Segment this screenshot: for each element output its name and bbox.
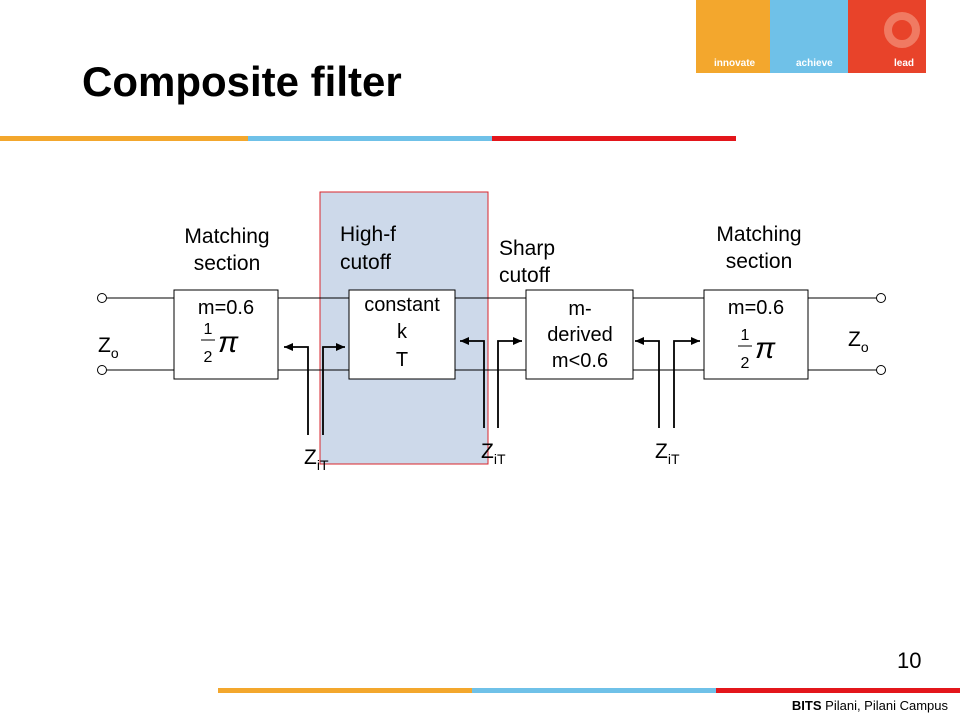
top-bar-blue xyxy=(248,136,492,141)
block1-label: m=0.6 xyxy=(198,297,254,319)
right-section-label-line2: section xyxy=(726,250,793,273)
zit-arrow-1-right xyxy=(322,343,345,435)
block-constant-k xyxy=(348,289,456,380)
block-matching-left xyxy=(173,289,279,380)
block1-fraction-num: 1 xyxy=(204,321,213,338)
highf-label-line2: cutoff xyxy=(340,251,391,274)
logo-segment-innovate: innovate xyxy=(696,0,770,73)
block2-line2: k xyxy=(397,321,408,343)
zit-label-2: ZiT xyxy=(481,440,506,467)
logo: innovate achieve lead xyxy=(696,0,926,73)
zit-arrow-3-left xyxy=(635,337,660,428)
zit-arrow-1-left xyxy=(284,343,309,435)
block-m-derived xyxy=(525,289,634,380)
block-matching-right xyxy=(703,289,809,380)
block2-line3: T xyxy=(396,349,408,371)
zo-left-sub: o xyxy=(111,345,119,361)
zit-arrow-3-right xyxy=(673,337,700,428)
zit2-main: Z xyxy=(481,440,494,463)
block4-label: m=0.6 xyxy=(728,297,784,319)
logo-text-innovate: innovate xyxy=(714,58,756,69)
block1-pi: π xyxy=(218,326,239,359)
sharp-label-line2: cutoff xyxy=(499,264,550,287)
terminal-right-top xyxy=(876,293,886,303)
zit3-main: Z xyxy=(655,440,668,463)
logo-text-achieve: achieve xyxy=(796,58,833,69)
sharp-label-line1: Sharp xyxy=(499,237,555,260)
zit-arrow-2-right xyxy=(497,337,522,428)
bottom-bar-red xyxy=(716,688,960,693)
zit-label-1: ZiT xyxy=(304,446,329,473)
top-bar-orange xyxy=(0,136,248,141)
zo-left-label: Zo xyxy=(98,334,119,361)
block4-pi: π xyxy=(755,332,776,365)
bottom-bar-blue xyxy=(472,688,716,693)
highf-label-line1: High-f xyxy=(340,223,396,246)
top-bar-red xyxy=(492,136,736,141)
zo-right-label: Zo xyxy=(848,328,869,355)
block1-fraction-den: 2 xyxy=(204,349,213,366)
block2-line1: constant xyxy=(364,294,440,316)
left-section-label-line1: Matching xyxy=(184,225,269,248)
logo-segment-lead: lead xyxy=(848,0,926,73)
zo-right-sub: o xyxy=(861,339,869,355)
footer: BITS Pilani, Pilani Campus xyxy=(792,698,948,713)
gear-icon xyxy=(884,12,920,48)
zit1-main: Z xyxy=(304,446,317,469)
bottom-bar-orange xyxy=(218,688,472,693)
block3-line1: m- xyxy=(568,298,591,320)
left-section-label-line2: section xyxy=(194,252,261,275)
page-number: 10 xyxy=(897,648,922,673)
logo-segment-achieve: achieve xyxy=(770,0,848,73)
right-section-label-line1: Matching xyxy=(716,223,801,246)
logo-text-lead: lead xyxy=(894,58,915,69)
zo-right-main: Z xyxy=(848,328,861,351)
block4-fraction-num: 1 xyxy=(741,327,750,344)
zo-left-main: Z xyxy=(98,334,111,357)
block4-fraction-den: 2 xyxy=(741,355,750,372)
terminal-left-bottom xyxy=(97,365,107,375)
terminal-left-top xyxy=(97,293,107,303)
zit3-sub: iT xyxy=(668,451,680,467)
terminal-right-bottom xyxy=(876,365,886,375)
zit-arrow-2-left xyxy=(460,337,485,428)
block3-line2: derived xyxy=(547,324,613,346)
zit1-sub: iT xyxy=(317,457,329,473)
zit2-sub: iT xyxy=(494,451,506,467)
zit-label-3: ZiT xyxy=(655,440,680,467)
block3-line3: m<0.6 xyxy=(552,350,608,372)
footer-bits: BITS xyxy=(791,698,822,713)
footer-campus: Pilani, Pilani Campus xyxy=(821,698,948,713)
slide-title: Composite filter xyxy=(82,58,402,105)
